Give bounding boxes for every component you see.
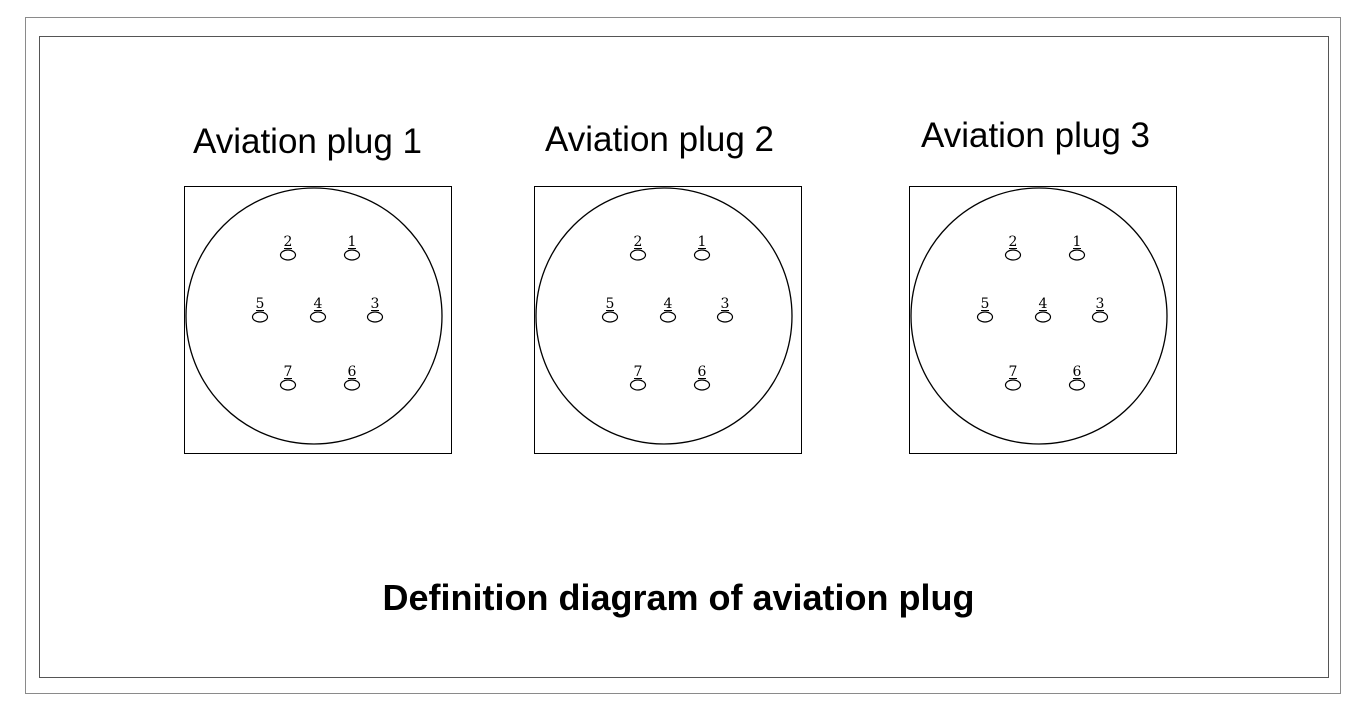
pin-4-hole [309, 311, 327, 323]
pin-1-hole [1068, 249, 1086, 261]
pin-3-label: 3 [371, 296, 380, 312]
plug-2-title: Aviation plug 2 [545, 120, 774, 159]
plug-1-svg: 2 1 5 4 3 7 6 [185, 187, 443, 445]
pin-6-label: 6 [348, 364, 357, 380]
pin-7-label: 7 [1009, 364, 1018, 380]
pin-2-hole [629, 249, 647, 261]
pin-6-hole [693, 379, 711, 391]
pin-1-label: 1 [698, 234, 707, 250]
pin-3-hole [366, 311, 384, 323]
inner-frame [39, 36, 1329, 678]
pin-6-label: 6 [1073, 364, 1082, 380]
pin-5-label: 5 [981, 296, 990, 312]
pin-2-label: 2 [634, 234, 643, 250]
pin-4-label: 4 [1039, 296, 1048, 312]
pin-7-label: 7 [284, 364, 293, 380]
pin-5-label: 5 [256, 296, 265, 312]
pin-4-label: 4 [314, 296, 323, 312]
pin-1-hole [343, 249, 361, 261]
pin-5-hole [601, 311, 619, 323]
pin-4-label: 4 [664, 296, 673, 312]
pin-6-hole [343, 379, 361, 391]
plug-1-title: Aviation plug 1 [193, 122, 422, 161]
pin-7-hole [629, 379, 647, 391]
plug-2-svg: 2 1 5 4 3 7 6 [535, 187, 793, 445]
pin-4-hole [1034, 311, 1052, 323]
pin-6-hole [1068, 379, 1086, 391]
plug-1-diagram: 2 1 5 4 3 7 6 [184, 186, 452, 454]
plug-face-circle [535, 187, 793, 445]
plug-face-circle [910, 187, 1168, 445]
diagram-caption: Definition diagram of aviation plug [382, 577, 975, 618]
pin-4-hole [659, 311, 677, 323]
pin-7-hole [279, 379, 297, 391]
pin-2-label: 2 [284, 234, 293, 250]
outer-frame [25, 17, 1341, 694]
plug-face-circle [185, 187, 443, 445]
pin-2-hole [279, 249, 297, 261]
pin-1-label: 1 [348, 234, 357, 250]
pin-5-label: 5 [606, 296, 615, 312]
pin-2-hole [1004, 249, 1022, 261]
pin-5-hole [976, 311, 994, 323]
pin-6-label: 6 [698, 364, 707, 380]
pin-3-hole [716, 311, 734, 323]
plug-3-diagram: 2 1 5 4 3 7 6 [909, 186, 1177, 454]
pin-7-hole [1004, 379, 1022, 391]
plug-3-title: Aviation plug 3 [921, 116, 1150, 155]
pin-2-label: 2 [1009, 234, 1018, 250]
plug-3-svg: 2 1 5 4 3 7 6 [910, 187, 1168, 445]
pin-3-label: 3 [721, 296, 730, 312]
pin-1-hole [693, 249, 711, 261]
pin-3-hole [1091, 311, 1109, 323]
pin-3-label: 3 [1096, 296, 1105, 312]
plug-2-diagram: 2 1 5 4 3 7 6 [534, 186, 802, 454]
pin-7-label: 7 [634, 364, 643, 380]
pin-5-hole [251, 311, 269, 323]
pin-1-label: 1 [1073, 234, 1082, 250]
